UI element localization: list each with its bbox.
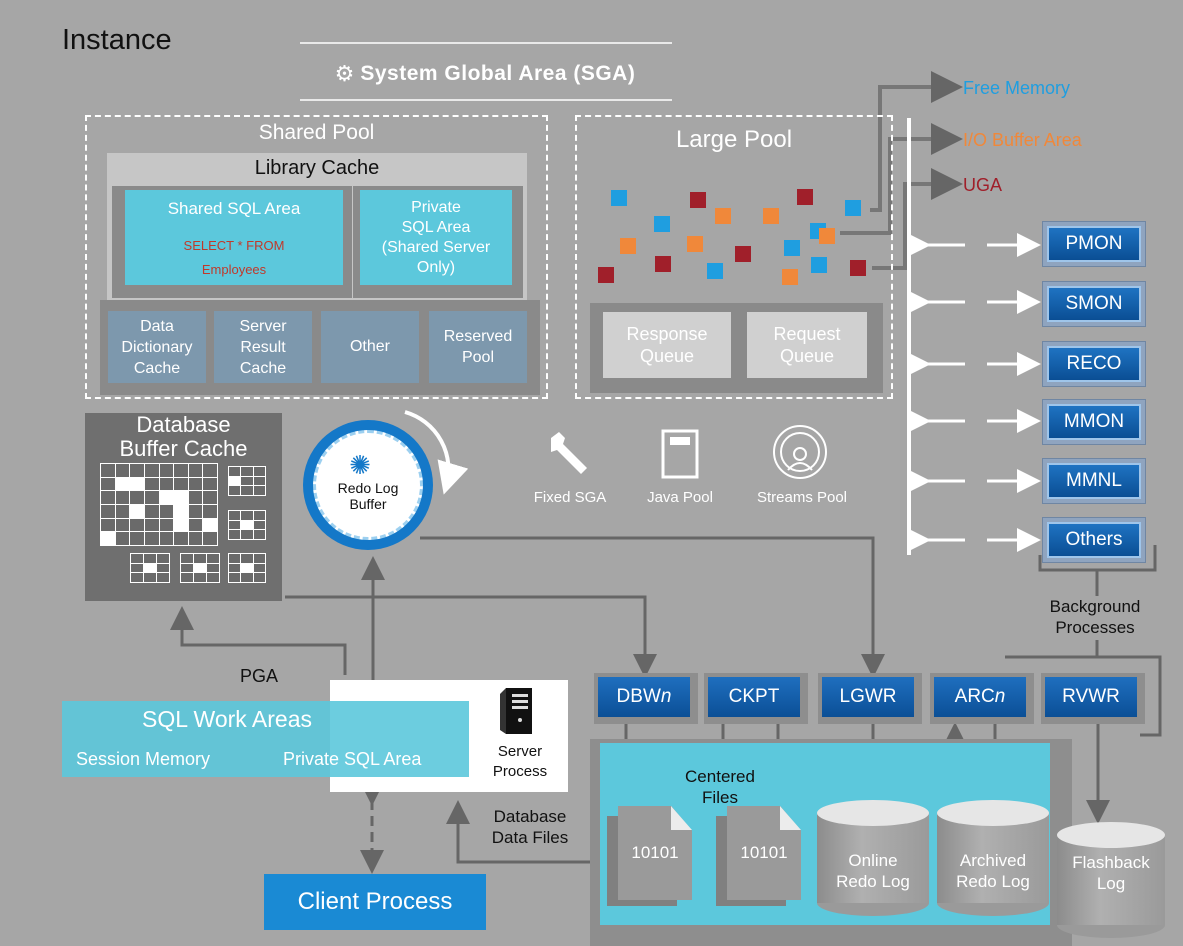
bg-process-label: RECO [1047, 346, 1141, 382]
redo-cycle-arrow [404, 410, 469, 495]
io-buffer-connector [840, 123, 963, 235]
free-memory-connector [870, 71, 963, 212]
document-icon [661, 429, 699, 479]
process-name: LGWR [839, 686, 897, 707]
buffer-cache-title-2: Buffer Cache [119, 436, 248, 461]
client-process: Client Process [264, 874, 486, 930]
large-pool-title: Large Pool [675, 126, 793, 153]
library-cache-title: Library Cache [254, 157, 380, 179]
bg-process-label: MMNL [1047, 463, 1141, 499]
io-buffer-label: I/O Buffer Area [963, 130, 1082, 150]
server-icon [500, 688, 532, 734]
large-pool [575, 115, 893, 399]
redo-log-label-2: Buffer [349, 496, 387, 512]
datafiles-to-server [446, 800, 600, 864]
fixed-sga-label: Fixed SGA [533, 489, 607, 506]
redo-log-label-1: Redo Log [337, 480, 399, 496]
sga-title: ⚙ System Global Area (SGA) [305, 55, 665, 93]
process-label: CKPT [708, 677, 800, 717]
bg-process-label: PMON [1047, 226, 1141, 262]
uga-connector [872, 168, 963, 270]
pga-label: PGA [240, 666, 279, 686]
process-suffix: n [660, 686, 672, 707]
wrench-icon [551, 432, 587, 474]
buffer-cache-title-1: Database [136, 412, 231, 437]
shared-pool-title: Shared Pool [258, 121, 375, 144]
private-sql-area-label: Private SQL Area [283, 749, 422, 769]
background-arrows [907, 233, 1041, 552]
other-memory: Other [321, 311, 419, 383]
bg-process-others: Others [1042, 517, 1146, 563]
java-pool-label: Java Pool [647, 489, 713, 506]
bg-process-pmon: PMON [1042, 221, 1146, 267]
bg-process-smon: SMON [1042, 281, 1146, 327]
process-label: RVWR [1045, 677, 1137, 717]
process-name: RVWR [1062, 686, 1120, 707]
bg-process-label: SMON [1047, 286, 1141, 322]
archived-redo-log [937, 812, 1049, 903]
bg-bracket-bottom [1005, 655, 1162, 737]
shared-pool [85, 115, 548, 399]
process-ckpt: CKPT [704, 673, 808, 724]
bg-process-label: MMON [1047, 404, 1141, 440]
cache-to-dbwn [285, 595, 657, 678]
bg-process-label: Others [1047, 522, 1141, 558]
buffer-grid-main [100, 463, 218, 546]
process-suffix: n [994, 686, 1006, 707]
pga-to-cache [170, 606, 347, 675]
sga-title-text: System Global Area (SGA) [360, 62, 636, 85]
session-memory-label: Session Memory [76, 749, 211, 769]
streams-pool-label: Streams Pool [756, 489, 848, 506]
process-name: CKPT [728, 686, 780, 707]
broadcast-icon [773, 425, 827, 479]
memory-blocks [575, 170, 893, 290]
process-label: LGWR [822, 677, 914, 717]
redo-to-lgwr [420, 536, 885, 678]
sql-work-areas [62, 701, 469, 777]
bg-process-mmon: MMON [1042, 399, 1146, 445]
process-lgwr: LGWR [818, 673, 922, 724]
shared-sql-area-title: Shared SQL Area [167, 199, 301, 218]
private-sql-area-shared: Private SQL Area (Shared Server Only) [360, 190, 512, 285]
uga-label: UGA [963, 175, 1003, 195]
process-name: DBW [616, 686, 661, 707]
sql-statement-line2: Employees [201, 262, 267, 277]
shared-sql-area [125, 190, 343, 285]
sql-statement-line1: SELECT * FROM [183, 238, 285, 253]
free-memory-label: Free Memory [963, 78, 1071, 98]
globe-gear-icon: ⚙ [334, 61, 355, 86]
flashback-log [1057, 834, 1165, 925]
process-rvwr: RVWR [1041, 673, 1145, 724]
sql-work-areas-title: SQL Work Areas [141, 706, 312, 732]
process-name: ARC [954, 686, 995, 707]
sunburst-icon: ✺ [349, 449, 371, 480]
bg-process-mmnl: MMNL [1042, 458, 1146, 504]
online-redo-log [817, 812, 929, 903]
bg-process-reco: RECO [1042, 341, 1146, 387]
instance-label: Instance [62, 24, 172, 56]
